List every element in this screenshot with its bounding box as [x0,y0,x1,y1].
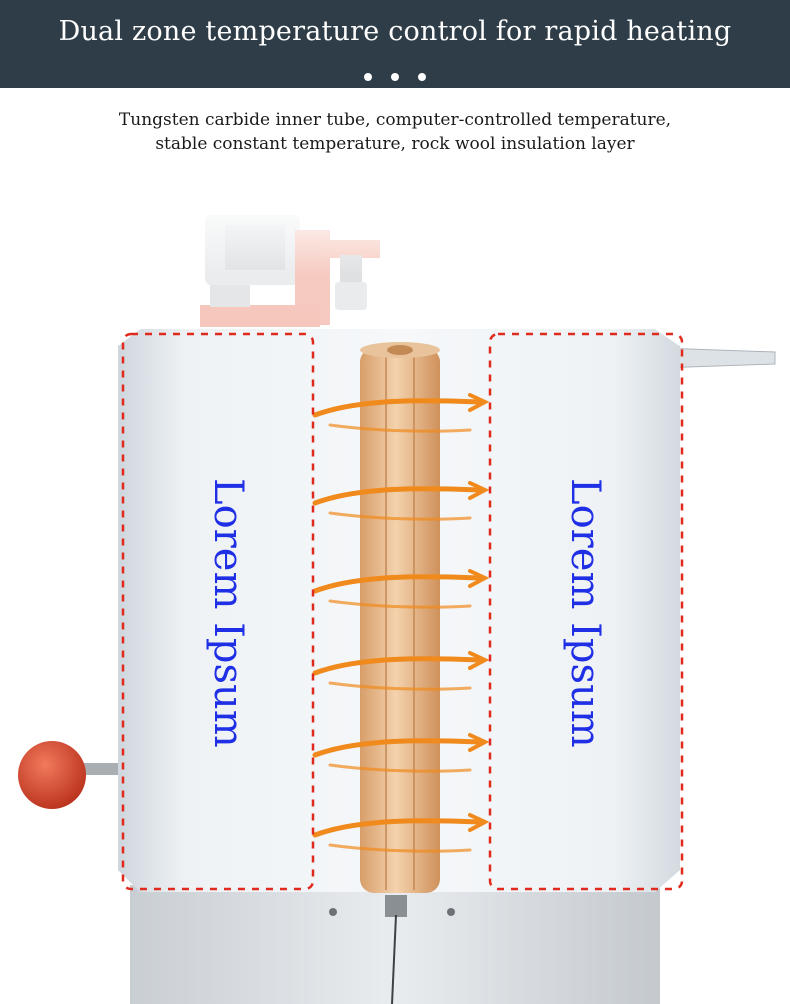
heating-tube [360,342,440,893]
dot-1 [363,73,372,81]
heat-arrow [312,569,490,609]
heat-arrow [312,813,490,853]
dot-2 [391,73,399,81]
subtitle-line-1: Tungsten carbide inner tube, computer-co… [118,110,672,130]
right-zone-outline [488,332,684,891]
screw-icon [329,908,337,916]
subtitle-line-2: stable constant temperature, rock wool i… [155,134,635,154]
heat-arrow [312,393,490,433]
dot-3 [418,73,427,81]
header-banner: Dual zone temperature control for rapid … [0,0,790,88]
header-dots [0,66,790,85]
header-title: Dual zone temperature control for rapid … [58,16,732,47]
left-zone-outline [121,332,315,891]
motor-fade [190,205,400,275]
blade-guide [385,895,407,917]
heat-arrows [312,393,490,853]
heat-arrow [312,481,490,521]
heat-arrow [312,651,490,691]
subtitle: Tungsten carbide inner tube, computer-co… [0,108,790,156]
screw-icon [447,908,455,916]
blade-wire [391,914,397,1004]
heat-arrow [312,733,490,773]
right-zone-label: Lorem Ipsum [562,478,608,748]
body-top-edge [117,327,681,346]
left-zone-label: Lorem Ipsum [205,478,251,748]
knob-icon [18,741,86,809]
